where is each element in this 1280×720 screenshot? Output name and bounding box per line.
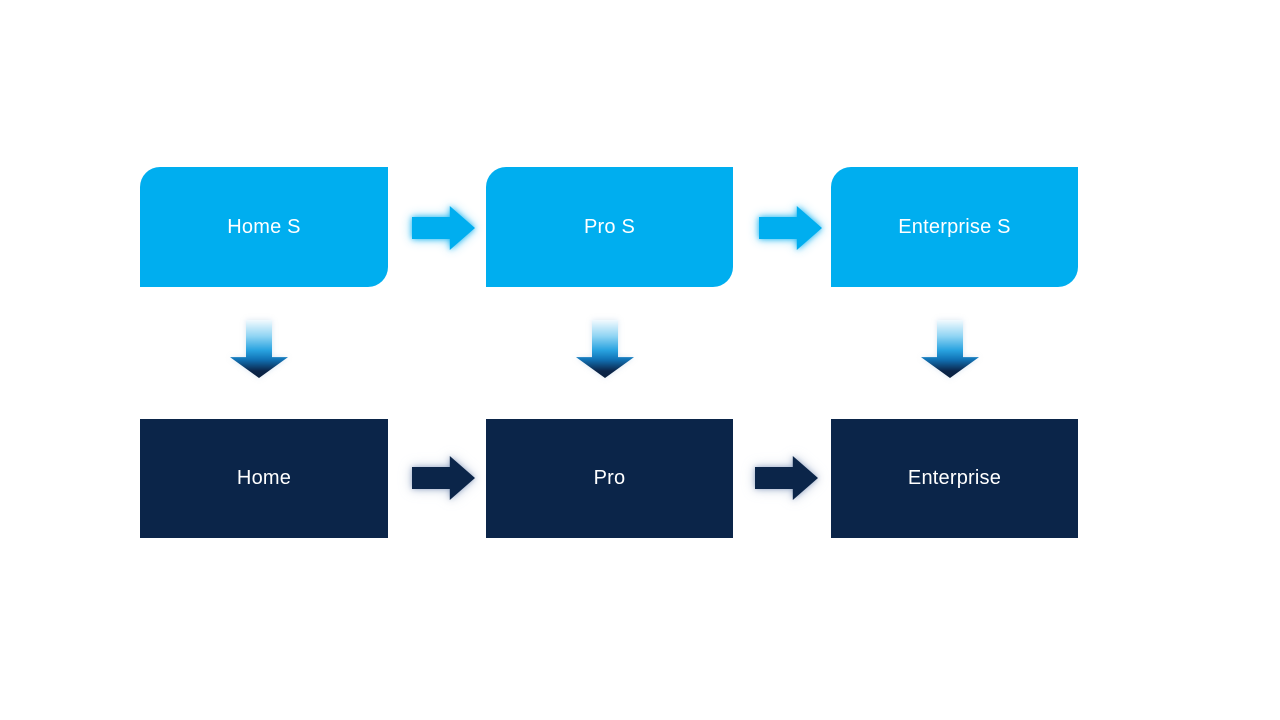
node-label: Enterprise: [907, 467, 1002, 489]
node-pro: Pro: [486, 419, 733, 538]
node-home-s: Home S: [140, 167, 388, 287]
down-arrow-icon: [576, 320, 634, 378]
down-arrow-icon: [230, 320, 288, 378]
node-label: Pro S: [583, 215, 636, 238]
node-label: Home S: [227, 215, 301, 238]
node-home: Home: [140, 419, 388, 538]
right-arrow-icon: [412, 456, 475, 500]
node-label: Home: [236, 467, 292, 489]
node-label: Enterprise S: [898, 215, 1011, 238]
node-enterprise-s: Enterprise S: [831, 167, 1078, 287]
right-arrow-icon: [412, 206, 475, 250]
node-label: Pro: [593, 467, 626, 489]
right-arrow-icon: [759, 206, 822, 250]
node-enterprise: Enterprise: [831, 419, 1078, 538]
down-arrow-icon: [921, 320, 979, 378]
right-arrow-icon: [755, 456, 818, 500]
node-pro-s: Pro S: [486, 167, 733, 287]
